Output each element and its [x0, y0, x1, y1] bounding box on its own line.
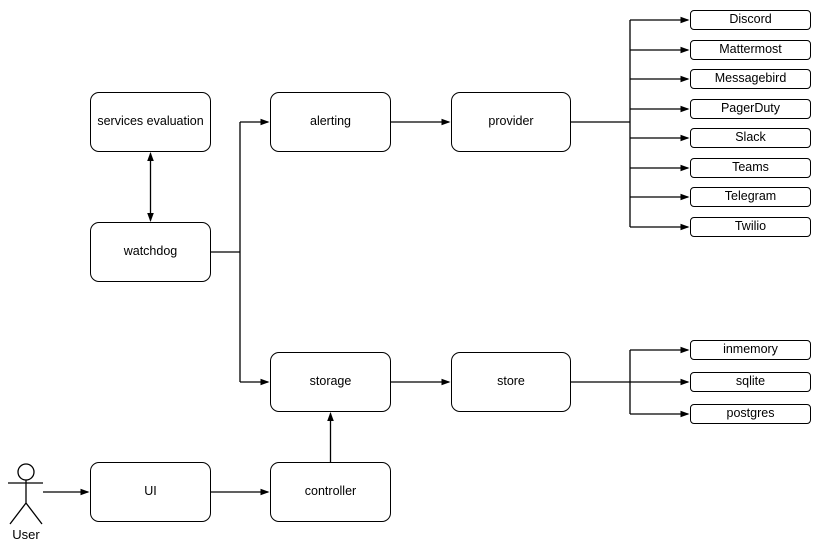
node-label: storage — [309, 374, 352, 389]
node-label: Teams — [732, 160, 769, 175]
node-label: services evaluation — [97, 114, 204, 129]
user-label: User — [12, 527, 40, 542]
edge-watchdog-branch — [211, 122, 241, 382]
node-store-inmemory: inmemory — [690, 340, 811, 360]
node-controller: controller — [270, 462, 391, 522]
node-label: controller — [304, 484, 357, 499]
node-label: sqlite — [735, 374, 766, 389]
node-storage: storage — [270, 352, 391, 412]
node-provider-slack: Slack — [690, 128, 811, 148]
node-alerting: alerting — [270, 92, 391, 152]
node-provider-messagebird: Messagebird — [690, 69, 811, 89]
node-provider-telegram: Telegram — [690, 187, 811, 207]
node-label: Telegram — [724, 189, 777, 204]
node-label: Slack — [735, 130, 766, 145]
node-label: UI — [144, 484, 157, 499]
node-services-evaluation: services evaluation — [90, 92, 211, 152]
node-ui: UI — [90, 462, 211, 522]
node-label: alerting — [310, 114, 351, 129]
node-label: watchdog — [123, 244, 178, 259]
node-provider-discord: Discord — [690, 10, 811, 30]
node-label: inmemory — [723, 342, 778, 357]
node-label: Messagebird — [714, 71, 787, 86]
node-store-postgres: postgres — [690, 404, 811, 424]
node-store: store — [451, 352, 571, 412]
user-actor-icon — [8, 463, 43, 525]
node-label: Mattermost — [719, 42, 782, 57]
node-label: postgres — [726, 406, 775, 421]
node-provider: provider — [451, 92, 571, 152]
node-label: Twilio — [734, 219, 767, 234]
node-provider-mattermost: Mattermost — [690, 40, 811, 60]
node-label: store — [497, 374, 525, 389]
node-provider-twilio: Twilio — [690, 217, 811, 237]
node-provider-teams: Teams — [690, 158, 811, 178]
node-watchdog: watchdog — [90, 222, 211, 282]
node-store-sqlite: sqlite — [690, 372, 811, 392]
node-provider-pagerduty: PagerDuty — [690, 99, 811, 119]
node-label: Discord — [729, 12, 772, 27]
node-label: PagerDuty — [720, 101, 781, 116]
edge-store-fanout-trunk — [571, 350, 631, 414]
edge-provider-fanout-trunk — [571, 20, 631, 227]
node-label: provider — [488, 114, 534, 129]
